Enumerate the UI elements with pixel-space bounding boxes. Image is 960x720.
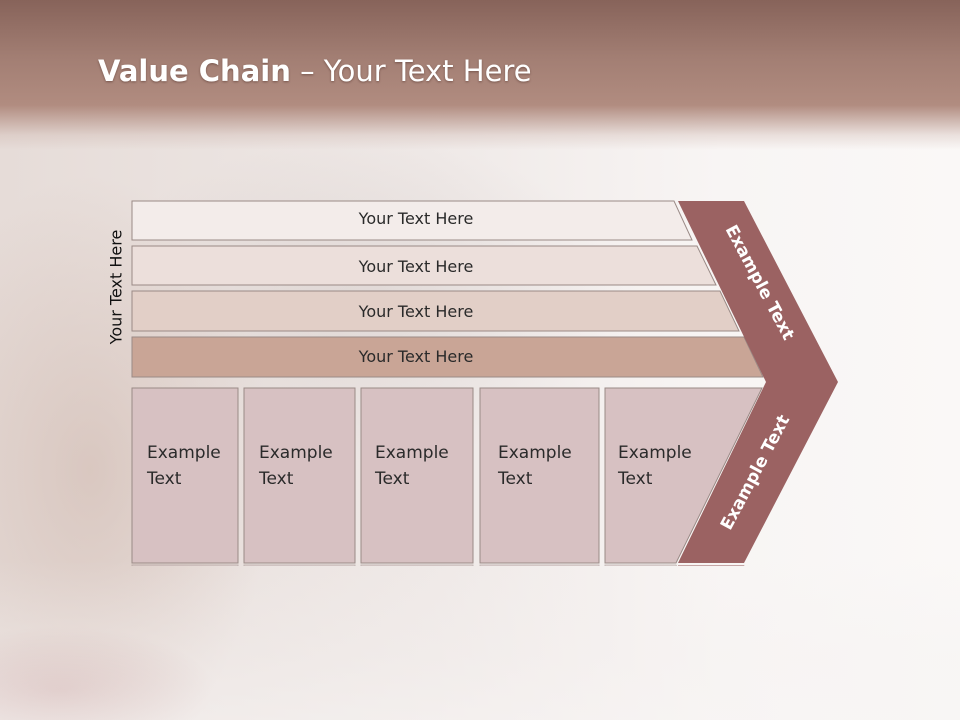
svg-text:Text: Text <box>374 639 410 659</box>
page-title: Value Chain – Your Text Here <box>98 54 532 88</box>
primary-box-5[interactable]: Example Text <box>604 387 763 564</box>
primary-box-4-line1: Example <box>498 443 572 463</box>
support-bar-2-label: Your Text Here <box>358 257 474 276</box>
primary-box-5-line1: Example <box>618 443 692 463</box>
svg-text:Example: Example <box>618 665 692 685</box>
primary-box-3-line1: Example <box>375 443 449 463</box>
title-rest: – Your Text Here <box>290 54 532 88</box>
reflection: Example Text Example Text Example Text E… <box>131 564 825 720</box>
header-band <box>0 0 960 150</box>
support-bar-4[interactable] <box>131 336 764 378</box>
margin-chevron[interactable] <box>678 201 838 563</box>
primary-box-2-line2: Text <box>258 469 294 489</box>
svg-text:Example: Example <box>498 665 572 685</box>
support-bar-2[interactable] <box>131 245 717 286</box>
primary-box-5-line2: Text <box>617 469 653 489</box>
svg-text:Example: Example <box>147 665 221 685</box>
primary-box-2-line1: Example <box>259 443 333 463</box>
primary-box-3-line2: Text <box>374 469 410 489</box>
svg-text:Text: Text <box>497 639 533 659</box>
support-bar-3[interactable] <box>131 290 740 332</box>
svg-text:Example: Example <box>375 665 449 685</box>
primary-box-4[interactable]: Example Text <box>479 387 600 564</box>
support-bar-3-label: Your Text Here <box>358 302 474 321</box>
support-bar-1-label: Your Text Here <box>358 209 474 228</box>
svg-text:Text: Text <box>146 639 182 659</box>
svg-text:Example: Example <box>259 665 333 685</box>
primary-box-1[interactable]: Example Text <box>131 387 239 564</box>
primary-box-1-line1: Example <box>147 443 221 463</box>
primary-box-2[interactable]: Example Text <box>243 387 356 564</box>
support-bar-1[interactable] <box>131 200 693 241</box>
primary-box-4-line2: Text <box>497 469 533 489</box>
svg-text:Text: Text <box>617 639 653 659</box>
primary-box-3[interactable]: Example Text <box>360 387 474 564</box>
title-bold: Value Chain <box>98 54 291 88</box>
primary-box-1-line2: Text <box>146 469 182 489</box>
svg-text:Text: Text <box>258 639 294 659</box>
support-bar-4-label: Your Text Here <box>358 347 474 366</box>
